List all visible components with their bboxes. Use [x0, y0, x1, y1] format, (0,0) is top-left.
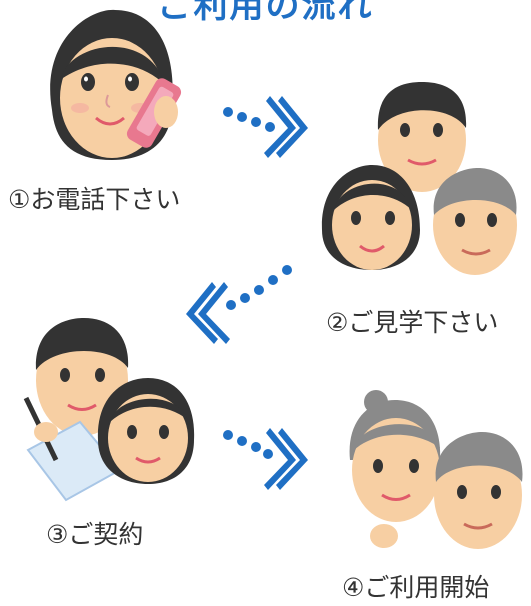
- arrow-2-icon: [186, 265, 292, 344]
- step-3-label: ③ご契約: [46, 520, 144, 549]
- step2-three-people-illustration: [321, 82, 517, 275]
- arrow-1-icon: [223, 96, 308, 158]
- page-title: ご利用の流れ: [157, 0, 374, 26]
- step-4-label: ④ご利用開始: [342, 573, 490, 602]
- step4-elderly-couple-illustration: [349, 390, 523, 549]
- step3-contract-illustration: [23, 318, 195, 502]
- arrow-3-icon: [223, 428, 308, 490]
- step-2-label: ②ご見学下さい: [326, 308, 499, 337]
- step1-woman-on-phone-illustration: [50, 9, 182, 160]
- step-1-label: ①お電話下さい: [8, 185, 181, 214]
